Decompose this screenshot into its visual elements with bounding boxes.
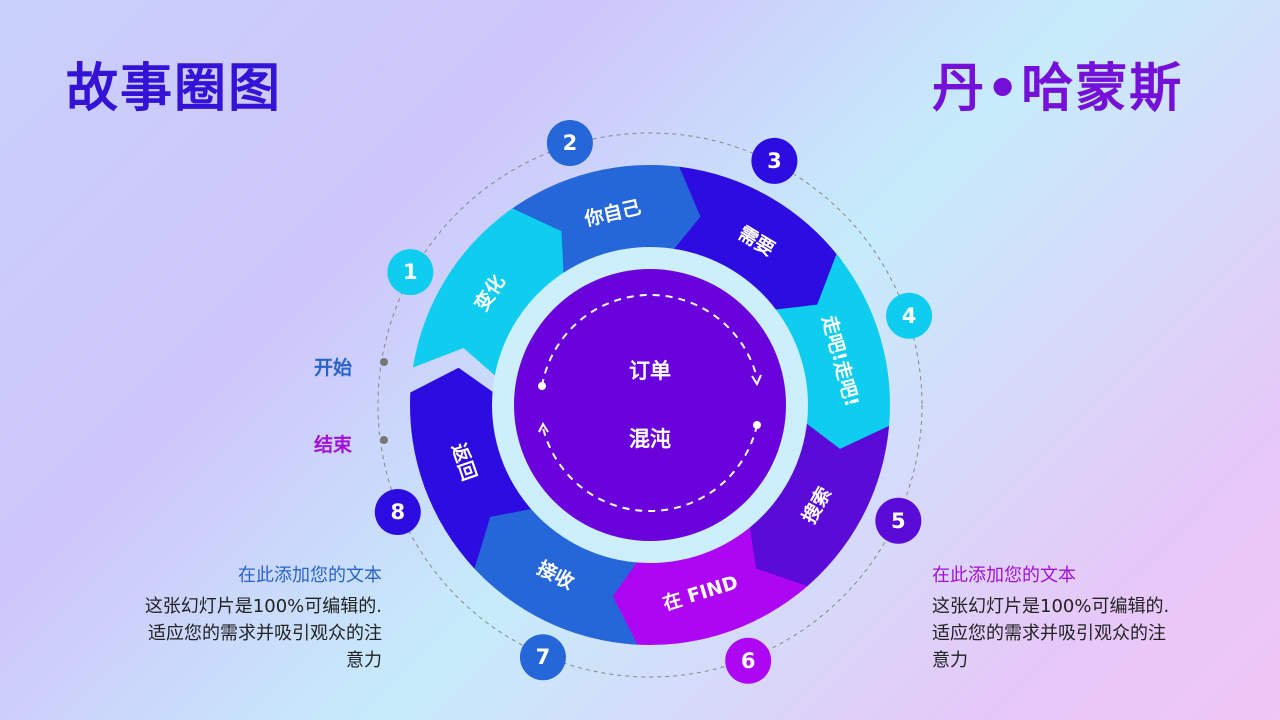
step-number-circle (751, 137, 798, 184)
cycle-segment-1 (412, 208, 564, 382)
text-block-line: 这张幻灯片是100%可编辑的. (144, 596, 382, 617)
step-number-badge: 3 (751, 137, 798, 184)
step-number-badge: 4 (886, 292, 933, 339)
dot-left (538, 382, 546, 390)
text-block-line: 意力 (932, 650, 968, 671)
step-number-circle (387, 249, 434, 296)
step-number-circle (875, 497, 922, 544)
slide-title: 故事圈图 (66, 59, 283, 119)
step-number: 2 (563, 131, 578, 155)
cycle-segment-8 (410, 367, 541, 569)
cycle-segment-2 (505, 165, 708, 286)
step-number: 5 (891, 509, 906, 533)
text-block-line: 适应您的需求并吸引观众的注 (932, 623, 1166, 644)
end-dot (380, 436, 388, 444)
dashed-arrow-bottom (542, 424, 758, 513)
cycle-segment-3 (668, 166, 842, 315)
start-dot (380, 358, 388, 366)
step-number: 4 (902, 304, 917, 328)
step-number-badge: 7 (519, 634, 566, 681)
step-number: 8 (390, 500, 405, 524)
step-number: 7 (536, 645, 551, 669)
outer-dashed-ring (377, 132, 923, 678)
text-block-right: 在此添加您的文本 这张幻灯片是100%可编辑的. 适应您的需求并吸引观众的注 意… (932, 562, 1212, 674)
center-top-label: 订单 (629, 359, 671, 383)
step-number: 6 (741, 649, 756, 673)
cycle-segment-4 (766, 253, 890, 456)
dashed-arrow-top (541, 293, 758, 387)
end-label: 结束 (314, 434, 353, 456)
center-circle (514, 269, 786, 541)
cycle-segment-5 (744, 418, 890, 592)
step-number-circle (546, 119, 593, 166)
text-block-left: 在此添加您的文本 这张幻灯片是100%可编辑的. 适应您的需求并吸引观众的注 意… (102, 562, 382, 674)
cycle-segment-6 (606, 518, 808, 645)
text-block-line: 适应您的需求并吸引观众的注 (148, 623, 382, 644)
step-number-circle (886, 292, 933, 339)
text-block-heading: 在此添加您的文本 (932, 565, 1076, 586)
center-bottom-label: 混沌 (629, 427, 671, 451)
step-number-circle (725, 637, 772, 684)
arrowhead-bottom (538, 421, 549, 433)
dot-right (753, 421, 761, 429)
author-name: 丹•哈蒙斯 (932, 59, 1184, 119)
step-number: 3 (767, 149, 782, 173)
step-number-badge: 6 (725, 637, 772, 684)
step-number-badge: 1 (387, 249, 434, 296)
step-number-badge: 2 (546, 119, 593, 166)
cycle-segment-7 (468, 503, 643, 645)
text-block-heading: 在此添加您的文本 (238, 565, 382, 586)
arrowhead-top (751, 374, 762, 387)
text-block-line: 意力 (346, 650, 382, 671)
step-number-badge: 5 (875, 497, 922, 544)
step-number-circle (519, 634, 566, 681)
step-number-circle (374, 489, 421, 536)
start-label: 开始 (314, 357, 353, 379)
step-number-badge: 8 (374, 489, 421, 536)
text-block-line: 这张幻灯片是100%可编辑的. (932, 596, 1170, 617)
step-number: 1 (403, 260, 418, 284)
